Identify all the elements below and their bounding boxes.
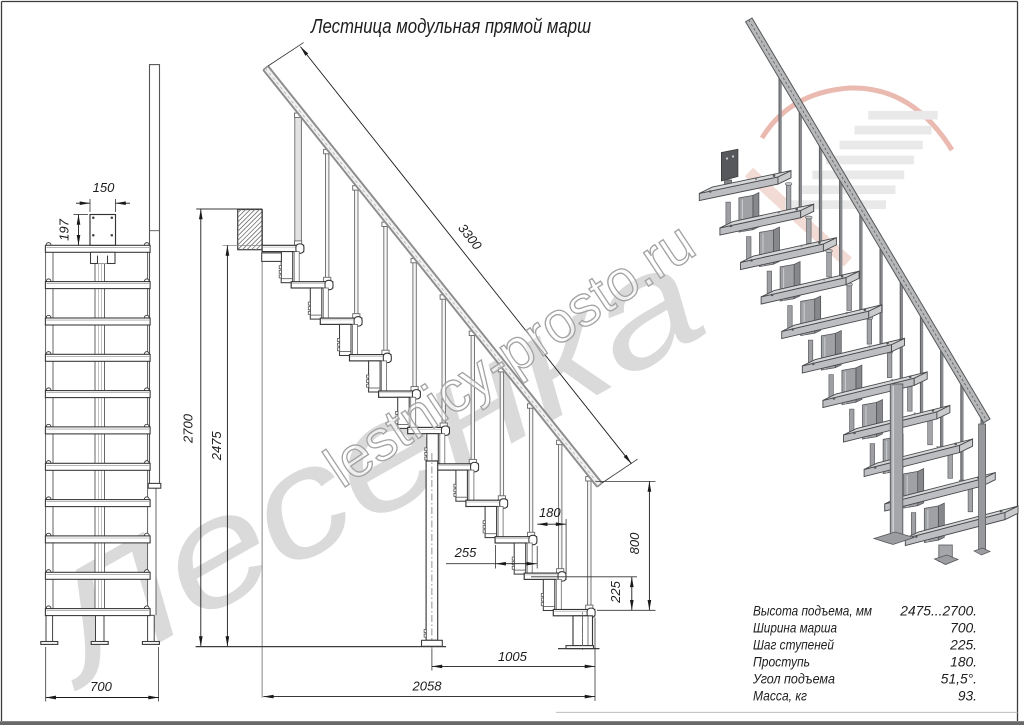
svg-text:Лестница модульная прямой марш: Лестница модульная прямой марш (309, 15, 591, 38)
svg-text:Проступь: Проступь (753, 655, 810, 670)
svg-text:700: 700 (90, 679, 112, 694)
svg-text:Высота подъема, мм: Высота подъема, мм (753, 604, 872, 619)
svg-text:197: 197 (57, 218, 72, 240)
svg-text:150: 150 (93, 180, 115, 195)
svg-text:Ширина марша: Ширина марша (753, 621, 837, 636)
svg-text:700.: 700. (950, 621, 977, 636)
svg-text:2475...2700.: 2475...2700. (899, 604, 977, 619)
svg-text:225.: 225. (949, 638, 977, 653)
svg-text:255: 255 (454, 545, 477, 560)
svg-text:1005: 1005 (498, 649, 528, 664)
svg-text:2475: 2475 (209, 431, 224, 462)
svg-text:Масса, кг: Масса, кг (753, 689, 807, 704)
svg-text:2058: 2058 (412, 679, 443, 694)
svg-text:Шаг ступеней: Шаг ступеней (753, 638, 834, 653)
svg-text:800: 800 (627, 532, 642, 554)
svg-text:180.: 180. (950, 655, 977, 670)
svg-text:225: 225 (608, 580, 623, 603)
svg-text:51,5°.: 51,5°. (941, 672, 977, 687)
svg-text:2700: 2700 (181, 413, 196, 444)
svg-text:Угол подъема: Угол подъема (752, 672, 835, 687)
svg-text:180: 180 (539, 505, 561, 520)
svg-text:93.: 93. (958, 689, 977, 704)
